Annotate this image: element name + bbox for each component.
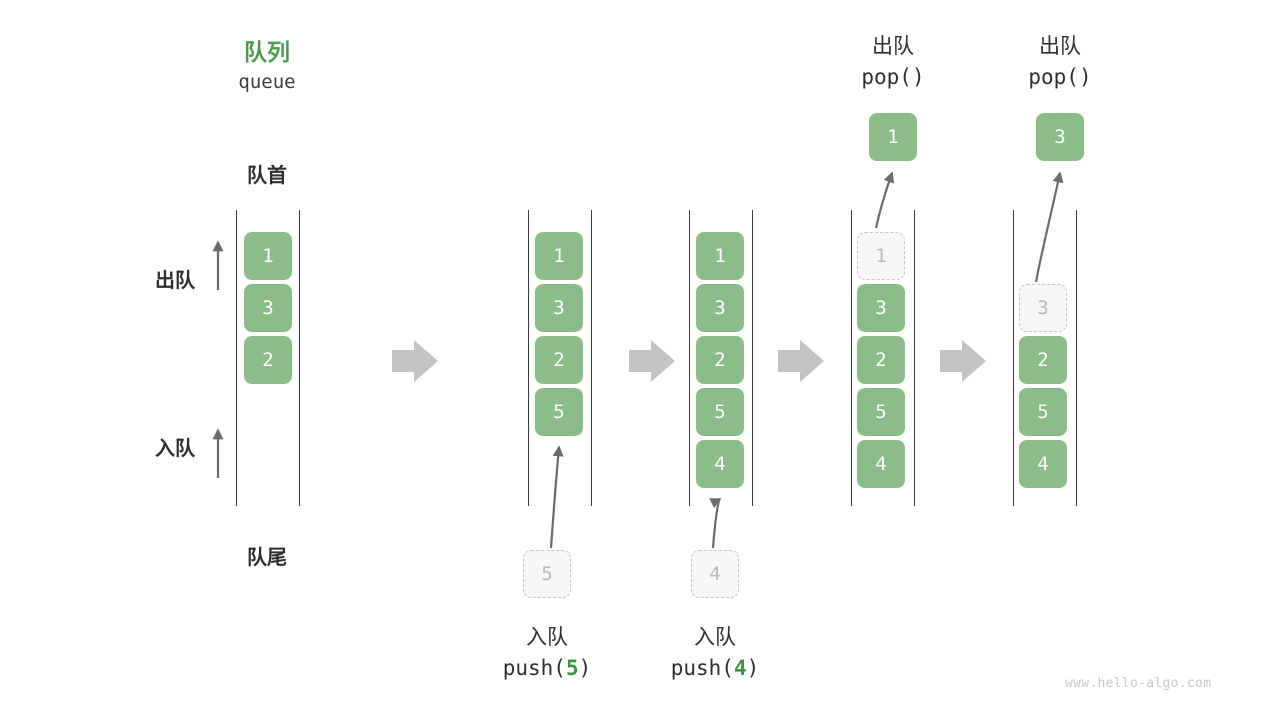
queue-cell: 3 (535, 284, 583, 332)
operation-label-code: pop() (990, 65, 1130, 89)
figure-title-en: queue (238, 71, 296, 93)
queue-cell: 1 (535, 232, 583, 280)
incoming-cell: 4 (691, 550, 739, 598)
incoming-cell: 5 (523, 550, 571, 598)
queue-cell: 5 (1019, 388, 1067, 436)
queue-cell: 3 (244, 284, 292, 332)
transition-arrow-icon (392, 340, 438, 382)
operation-label-cn: 入队 (526, 625, 568, 649)
queue-cell: 5 (696, 388, 744, 436)
push-arrow-icon (549, 445, 564, 549)
op-code-suffix: ) (1078, 65, 1092, 89)
queue-cell: 4 (857, 440, 905, 488)
queue-cell: 2 (244, 336, 292, 384)
popped-cell: 1 (869, 113, 917, 161)
queue-cell: 1 (244, 232, 292, 280)
queue-rail-left-3 (689, 210, 690, 506)
queue-rail-left-1 (236, 210, 237, 506)
op-code-suffix: ) (746, 656, 760, 680)
queue-cell: 5 (857, 388, 905, 436)
queue-cell: 2 (857, 336, 905, 384)
op-code-prefix: pop( (1028, 65, 1079, 89)
operation-label-cn: 出队 (872, 34, 914, 58)
enqueue-label: 入队 (155, 436, 195, 460)
transition-arrow-icon (629, 340, 675, 382)
queue-cell: 5 (535, 388, 583, 436)
queue-cell: 2 (1019, 336, 1067, 384)
queue-cell: 1 (696, 232, 744, 280)
pop-arrow-icon (1034, 171, 1064, 283)
operation-label-cn: 入队 (694, 625, 736, 649)
operation-label-cn: 出队 (1039, 34, 1081, 58)
queue-rail-right-1 (299, 210, 300, 506)
op-code-arg: 4 (733, 656, 747, 680)
queue-rail-right-5 (1076, 210, 1077, 506)
watermark: www.hello-algo.com (1065, 676, 1212, 691)
queue-cell: 2 (535, 336, 583, 384)
op-code-prefix: pop( (861, 65, 912, 89)
queue-cell-ghost: 1 (857, 232, 905, 280)
op-code-arg: 5 (565, 656, 579, 680)
operation-label-code: push(5) (477, 656, 617, 680)
pop-arrow-icon (874, 171, 895, 229)
operation-label-code: pop() (823, 65, 963, 89)
push-arrow-icon (709, 498, 722, 549)
queue-rail-left-5 (1013, 210, 1014, 506)
op-code-prefix: push( (502, 656, 566, 680)
queue-rail-left-4 (851, 210, 852, 506)
figure-title-cn: 队列 (244, 40, 290, 66)
op-code-prefix: push( (670, 656, 734, 680)
queue-rail-right-2 (591, 210, 592, 506)
rear-label: 队尾 (247, 545, 287, 569)
transition-arrow-icon (940, 340, 986, 382)
queue-cell: 3 (696, 284, 744, 332)
queue-cell-ghost: 3 (1019, 284, 1067, 332)
popped-cell: 3 (1036, 113, 1084, 161)
transition-arrow-icon (778, 340, 824, 382)
op-code-suffix: ) (578, 656, 592, 680)
queue-cell: 3 (857, 284, 905, 332)
queue-cell: 4 (696, 440, 744, 488)
queue-rail-left-2 (528, 210, 529, 506)
op-code-suffix: ) (911, 65, 925, 89)
dequeue-label: 出队 (155, 268, 195, 292)
operation-label-code: push(4) (645, 656, 785, 680)
queue-cell: 4 (1019, 440, 1067, 488)
queue-cell: 2 (696, 336, 744, 384)
queue-rail-right-3 (752, 210, 753, 506)
front-label: 队首 (247, 163, 287, 187)
queue-rail-right-4 (914, 210, 915, 506)
